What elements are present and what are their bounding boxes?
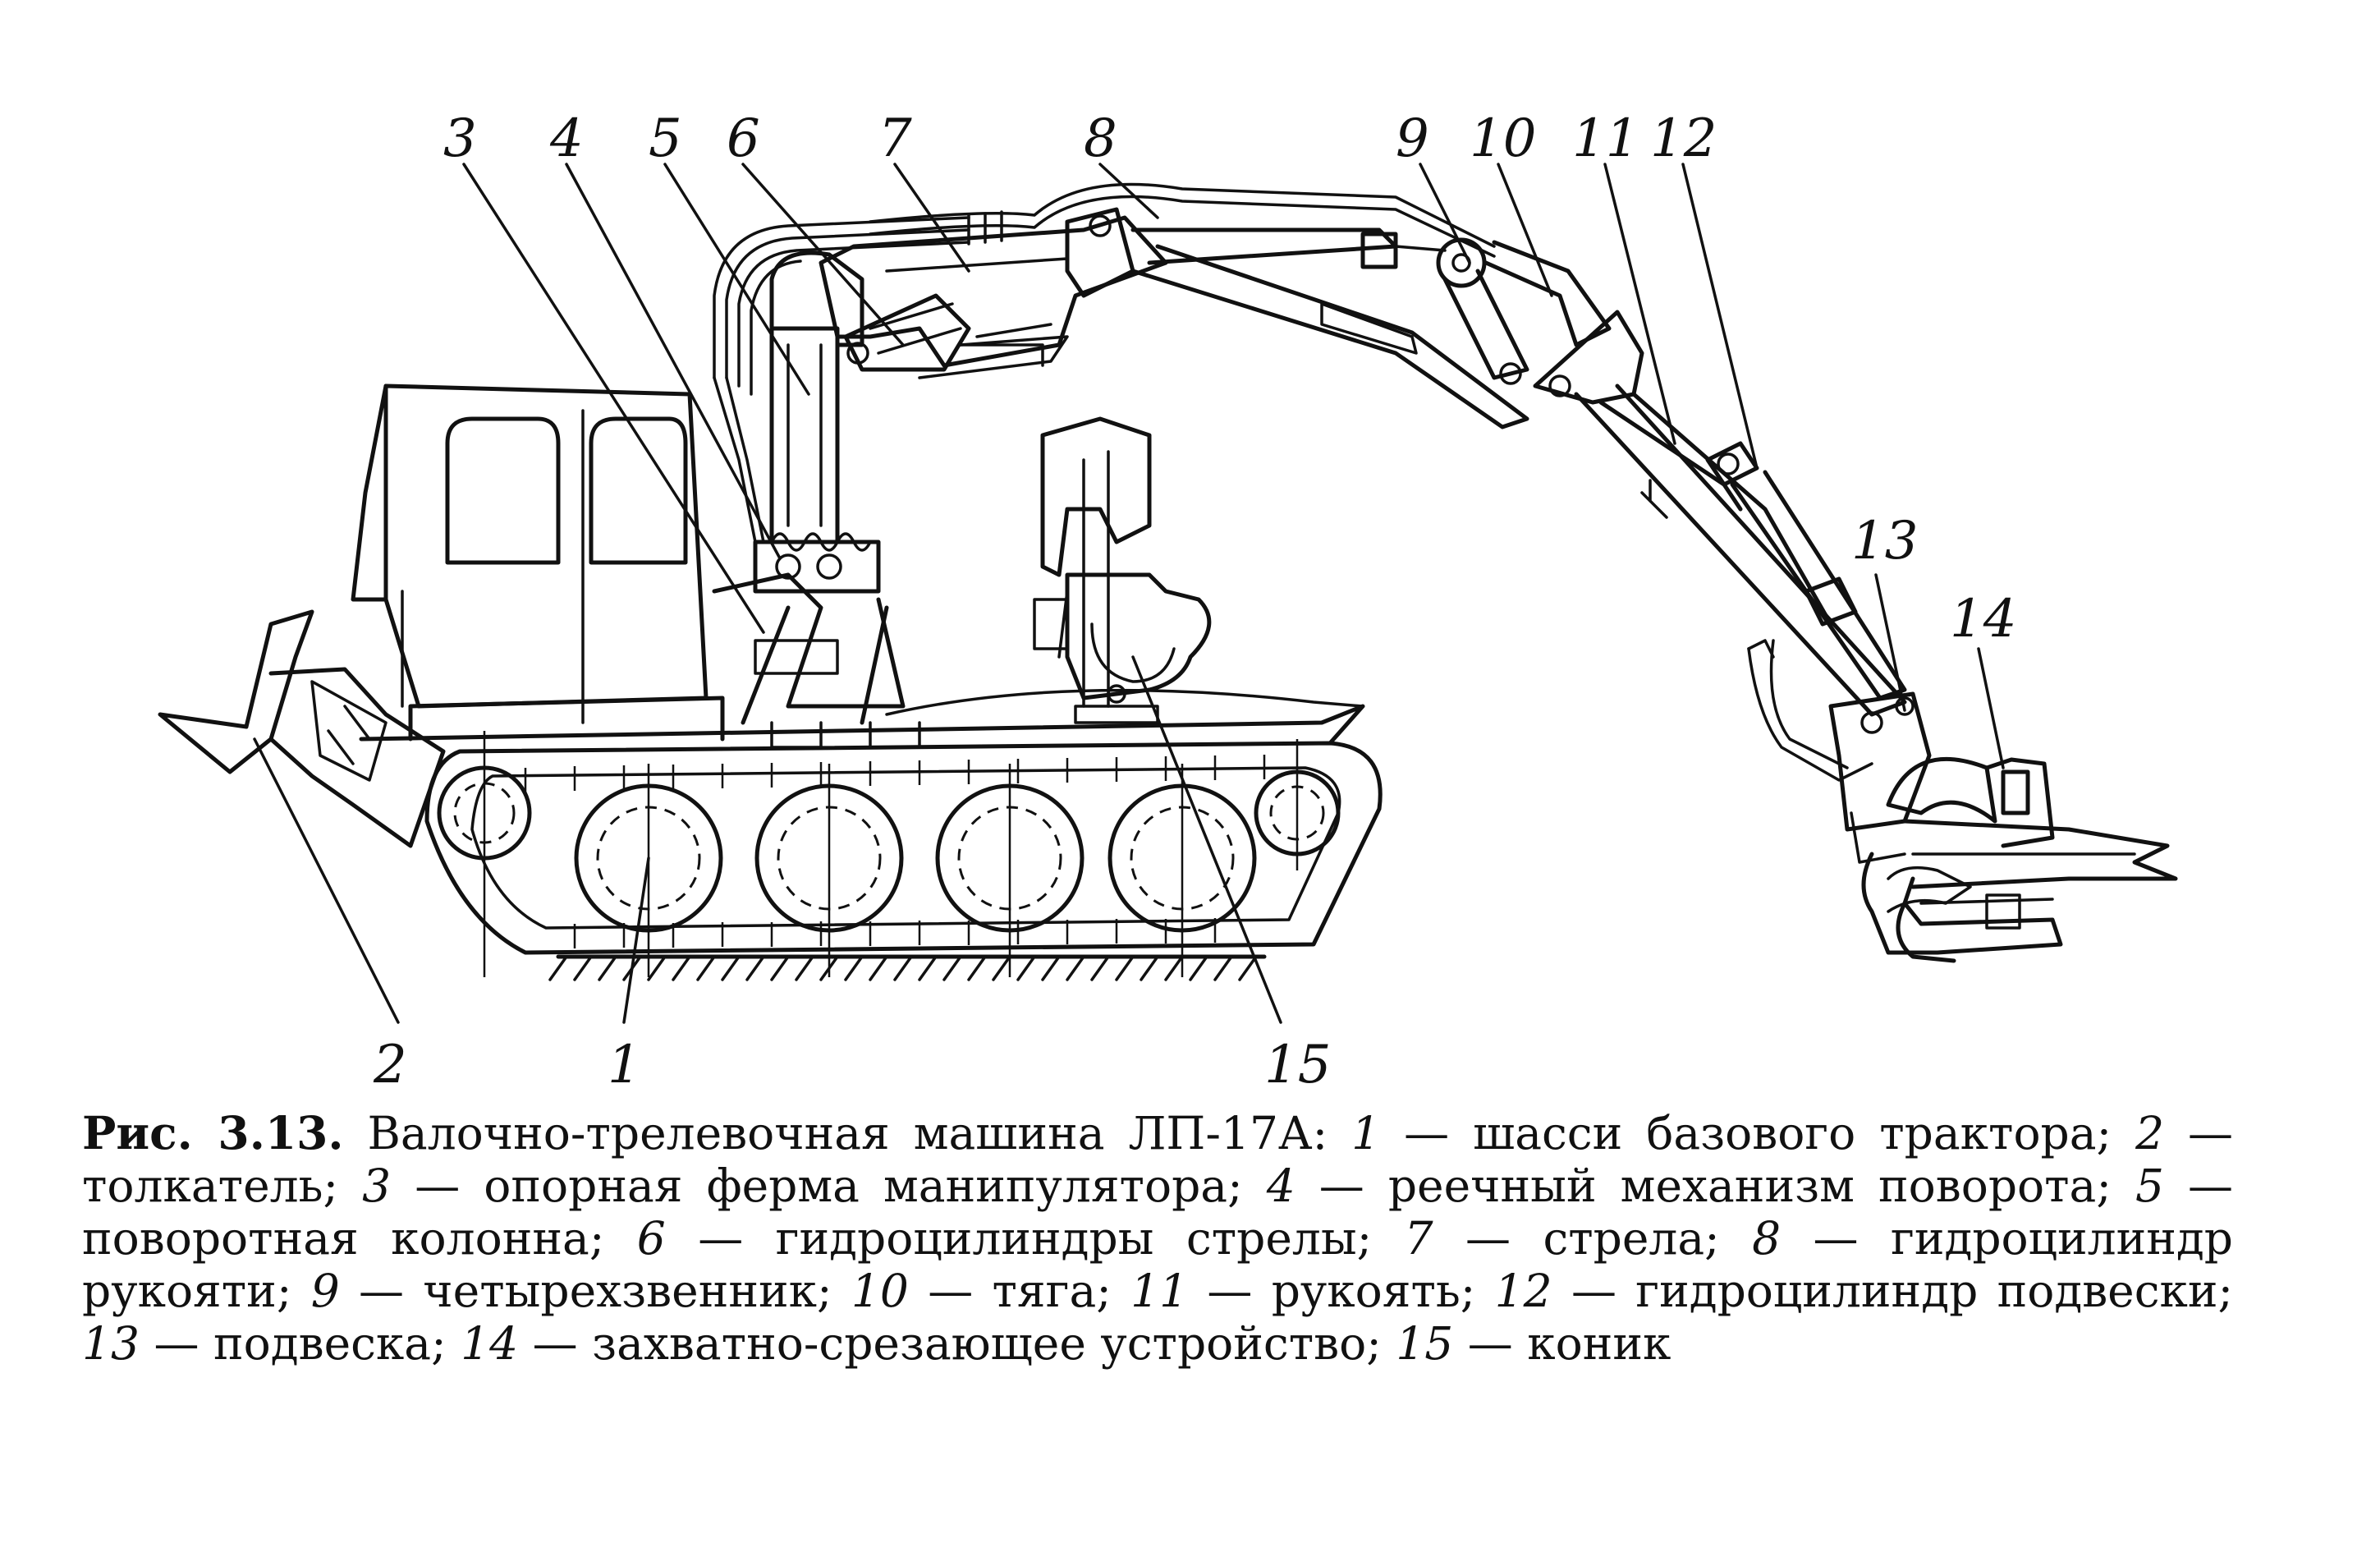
legend-text: толкатель; bbox=[82, 1160, 339, 1212]
pusher-blade bbox=[158, 609, 446, 848]
callout-8: 8 bbox=[1084, 108, 1117, 169]
legend-item: 5 — поворотная колонна; bbox=[82, 1160, 2234, 1265]
suspension-hydraulic-cylinder bbox=[1705, 441, 1907, 782]
legend-item: 3 — опорная ферма манипулятора; bbox=[362, 1160, 1243, 1212]
legend-item: 11 — рукоять; bbox=[1130, 1265, 1476, 1317]
leader-lines bbox=[253, 163, 2005, 1024]
legend-number: 11 bbox=[1130, 1265, 1189, 1317]
bunk bbox=[1033, 416, 1212, 724]
boom-hydraulic-cylinders bbox=[843, 293, 1069, 379]
legend-number: 1 bbox=[1351, 1107, 1381, 1160]
legend-number: 15 bbox=[1396, 1317, 1454, 1370]
figure-caption: Рис. 3.13. Валочно-трелевочная машина ЛП… bbox=[82, 1106, 2234, 1371]
legend-number: 4 bbox=[1266, 1160, 1295, 1212]
machine-drawing: 1 2 3 4 5 6 7 8 9 10 11 12 13 14 15 bbox=[158, 108, 2178, 1095]
callout-labels: 1 2 3 4 5 6 7 8 9 10 11 12 13 14 15 bbox=[373, 108, 2016, 1095]
legend-item: 15 — коник bbox=[1396, 1317, 1672, 1370]
callout-1: 1 bbox=[608, 1035, 641, 1095]
callout-7: 7 bbox=[878, 108, 912, 169]
ground-line bbox=[548, 954, 1267, 981]
callout-9: 9 bbox=[1396, 108, 1429, 169]
caption-label: Рис. 3.13. bbox=[82, 1106, 344, 1160]
caption-title: Валочно-трелевочная машина ЛП-17А: bbox=[367, 1107, 1328, 1160]
arm-hydraulic-cylinder bbox=[1065, 207, 1529, 429]
felling-gripping-head bbox=[1861, 756, 2178, 963]
callout-10: 10 bbox=[1470, 108, 1536, 169]
legend-number: 12 bbox=[1494, 1265, 1552, 1317]
callout-11: 11 bbox=[1572, 108, 1639, 169]
legend-item: 4 — реечный механизм поворота; bbox=[1266, 1160, 2112, 1212]
cab-window bbox=[589, 416, 688, 565]
callout-14: 14 bbox=[1950, 589, 2016, 650]
rotating-column bbox=[713, 216, 970, 544]
legend-text: тяга; bbox=[992, 1265, 1112, 1317]
cab bbox=[351, 383, 725, 742]
callout-4: 4 bbox=[549, 108, 584, 169]
legend-text: гидроцилиндр рукояти; bbox=[82, 1212, 2234, 1317]
legend-number: 10 bbox=[851, 1265, 909, 1317]
legend-text: четырехзвенник; bbox=[423, 1265, 832, 1317]
legend-text: реечный механизм поворота; bbox=[1387, 1160, 2112, 1212]
legend-number: 6 bbox=[636, 1212, 666, 1265]
legend-number: 8 bbox=[1752, 1212, 1782, 1265]
tie-rod bbox=[1483, 240, 1612, 347]
legend-item: 8 — гидроцилиндр рукояти; bbox=[82, 1212, 2234, 1317]
legend-text: коник bbox=[1527, 1317, 1672, 1370]
callout-5: 5 bbox=[649, 108, 682, 169]
legend-number: 5 bbox=[2135, 1160, 2164, 1212]
tractor-chassis bbox=[359, 688, 1383, 977]
legend-number: 9 bbox=[310, 1265, 340, 1317]
legend-item: 1 — шасси базового трактора; bbox=[1351, 1107, 2112, 1160]
legend-item: 7 — стрела; bbox=[1404, 1212, 1720, 1265]
legend-text: шасси базового трактора; bbox=[1473, 1107, 2112, 1160]
manipulator-support-truss bbox=[712, 572, 921, 749]
legend-text: гидроцилиндры стрелы; bbox=[775, 1212, 1373, 1265]
legend-text: захватно-срезающее устройство; bbox=[592, 1317, 1382, 1370]
legend-number: 3 bbox=[362, 1160, 392, 1212]
legend-text: гидроцилиндр подвески; bbox=[1635, 1265, 2234, 1317]
legend-item: 9 — четырехзвенник; bbox=[310, 1265, 832, 1317]
legend-item: 14 — захватно-срезающее устройство; bbox=[461, 1317, 1382, 1370]
legend-text: стрела; bbox=[1543, 1212, 1720, 1265]
legend-number: 14 bbox=[461, 1317, 519, 1370]
legend-item: 10 — тяга; bbox=[851, 1265, 1112, 1317]
legend-text: опорная ферма манипулятора; bbox=[484, 1160, 1243, 1212]
boom bbox=[819, 182, 1496, 368]
callout-12: 12 bbox=[1650, 108, 1717, 169]
callout-6: 6 bbox=[727, 108, 760, 169]
legend-text: рукоять; bbox=[1271, 1265, 1476, 1317]
callout-2: 2 bbox=[373, 1035, 407, 1095]
callout-13: 13 bbox=[1851, 511, 1918, 572]
legend-text: поворотная колонна; bbox=[82, 1212, 605, 1265]
legend-number: 13 bbox=[82, 1317, 140, 1370]
legend-item: 12 — гидроцилиндр подвески; bbox=[1494, 1265, 2234, 1317]
legend-item: 2 — толкатель; bbox=[82, 1107, 2234, 1212]
legend-number: 7 bbox=[1404, 1212, 1433, 1265]
cab-window bbox=[445, 416, 561, 565]
legend-item: 6 — гидроцилиндры стрелы; bbox=[636, 1212, 1373, 1265]
legend-text: подвеска; bbox=[213, 1317, 447, 1370]
callout-3: 3 bbox=[443, 108, 477, 169]
legend-item: 13 — подвеска; bbox=[82, 1317, 447, 1370]
legend-number: 2 bbox=[2135, 1107, 2165, 1160]
callout-15: 15 bbox=[1264, 1035, 1331, 1095]
